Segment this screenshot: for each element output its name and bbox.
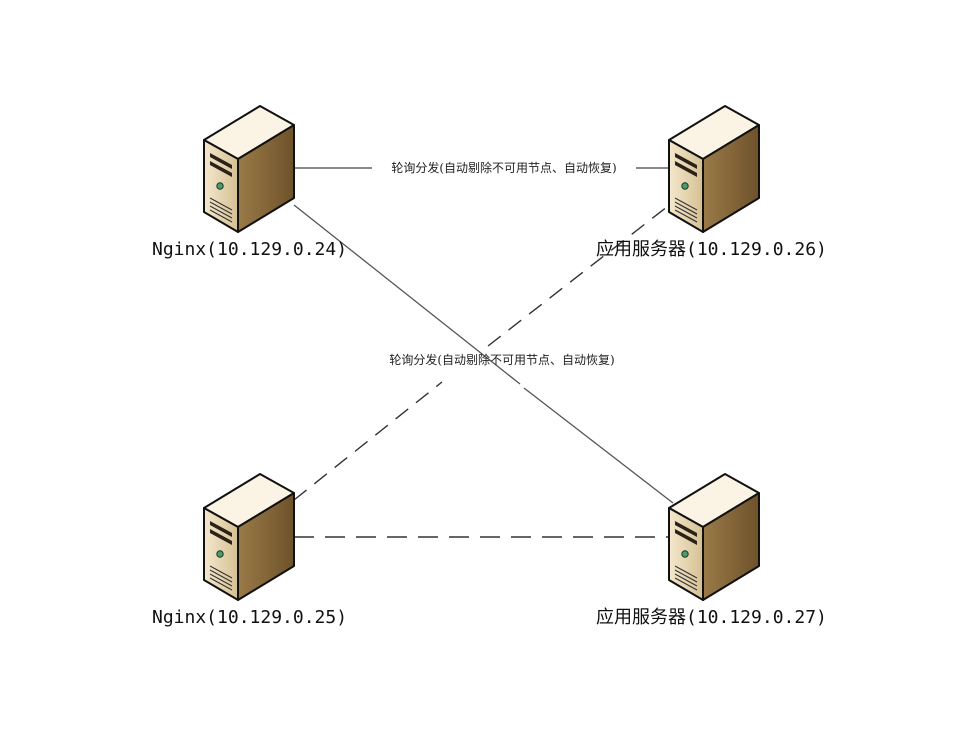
server-label-nginx-1: Nginx(10.129.0.24) bbox=[152, 239, 347, 260]
edge-nginx1-app2-lower bbox=[523, 387, 674, 504]
server-icon bbox=[668, 473, 760, 601]
edge-nginx2-app1-dashed bbox=[293, 381, 443, 501]
edge-label-cross: 轮询分发(自动剔除不可用节点、自动恢复) bbox=[389, 352, 614, 367]
edge-nginx2-app1-dashed-upper bbox=[487, 202, 673, 347]
edge-label-top: 轮询分发(自动剔除不可用节点、自动恢复) bbox=[391, 160, 616, 175]
server-label-app-1: 应用服务器(10.129.0.26) bbox=[596, 239, 827, 260]
server-icon bbox=[203, 473, 295, 601]
server-icon bbox=[668, 105, 760, 233]
server-label-app-2: 应用服务器(10.129.0.27) bbox=[596, 607, 827, 628]
server-icon bbox=[203, 105, 295, 233]
server-label-nginx-2: Nginx(10.129.0.25) bbox=[152, 607, 347, 628]
edge-nginx1-app2 bbox=[293, 204, 521, 385]
